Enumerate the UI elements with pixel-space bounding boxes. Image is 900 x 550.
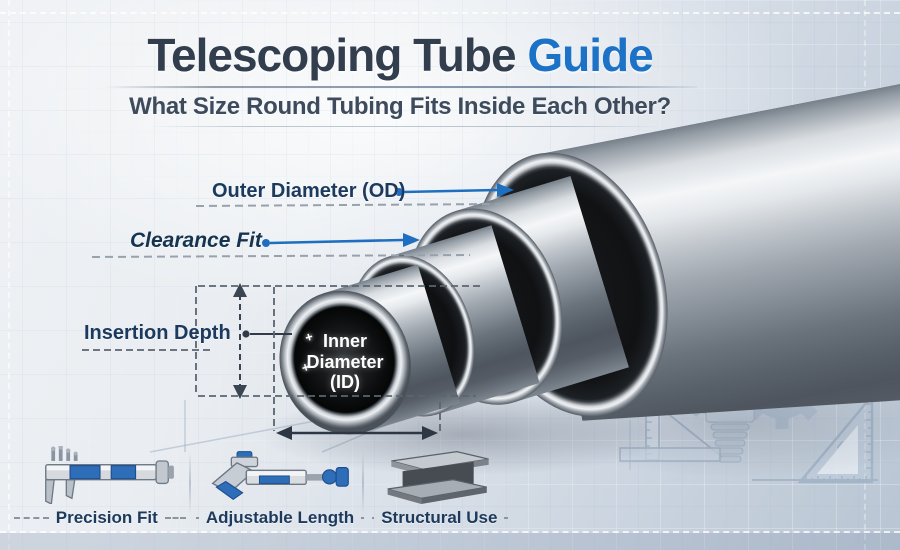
feature-separator [362, 452, 364, 514]
clearance-fit-label: Clearance Fit [130, 229, 262, 252]
title-main: Telescoping Tube [147, 29, 516, 81]
page-title: Telescoping Tube Guide [0, 28, 800, 82]
feature-precision-fit: Precision Fit [14, 446, 186, 528]
feature-structural-use: Structural Use [372, 446, 508, 528]
bottom-edge-dashed-line [0, 531, 900, 533]
label-dash [361, 517, 364, 519]
feature-adjustable-length: Adjustable Length [196, 446, 364, 528]
inner-diameter-label: Inner Diameter (ID) [306, 331, 383, 393]
inner-diameter-line3: (ID) [329, 372, 360, 393]
top-edge-dashed-line [0, 12, 900, 14]
label-dash [504, 517, 508, 519]
inner-diameter-line1: Inner [322, 331, 368, 352]
label-dash [196, 517, 199, 519]
page-subtitle: What Size Round Tubing Fits Inside Each … [129, 93, 671, 120]
title-accent: Guide [527, 29, 653, 81]
label-dash [14, 517, 49, 519]
ibeam-icon [387, 450, 489, 504]
inner-diameter-line2: Diameter [306, 351, 384, 372]
title-divider [105, 86, 697, 88]
feature-label-row: Precision Fit [14, 508, 186, 528]
subtitle-divider [150, 126, 660, 127]
feature-label: Adjustable Length [205, 508, 355, 527]
feature-separator [189, 452, 191, 514]
micrometer-icon [211, 451, 349, 501]
insertion-depth-label: Insertion Depth [84, 322, 231, 344]
caliper-icon [45, 446, 174, 504]
feature-label: Structural Use [381, 508, 498, 527]
feature-label: Precision Fit [55, 508, 158, 527]
feature-label-row: Structural Use [372, 508, 508, 528]
label-dash [372, 517, 375, 519]
label-dash [164, 517, 186, 519]
left-edge-dashed-line [8, 0, 10, 550]
outer-diameter-label: Outer Diameter (OD) [212, 180, 406, 202]
feature-label-row: Adjustable Length [196, 508, 364, 528]
bottom-band [0, 533, 900, 550]
